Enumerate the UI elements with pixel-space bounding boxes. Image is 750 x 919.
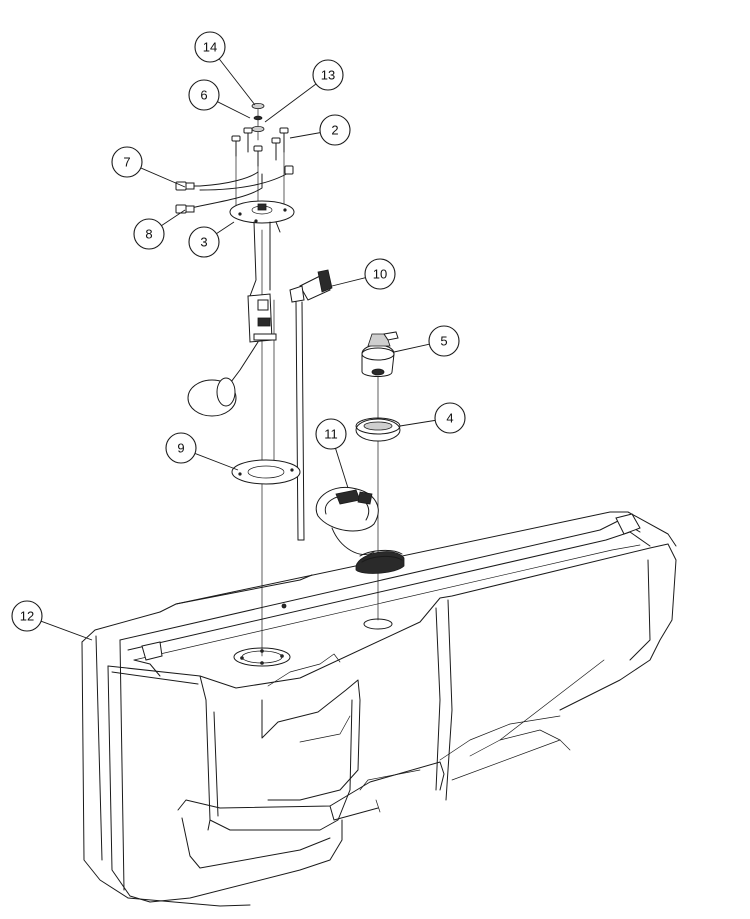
callout-bubble-10 <box>364 258 396 290</box>
part-callouts: 14 6 13 2 7 8 3 10 5 4 11 9 12 <box>11 31 466 641</box>
callout-label-8: 8 <box>145 227 152 242</box>
callout-leader-14 <box>218 58 256 106</box>
callout-bubble-3 <box>188 226 220 258</box>
callout-label-13: 13 <box>321 68 335 83</box>
callout-leader-10 <box>331 277 366 287</box>
callout-label-9: 9 <box>177 441 184 456</box>
fuel-pickup-fitting <box>289 269 333 541</box>
filler-ring-and-hose <box>315 486 405 574</box>
fuel-sender-assembly <box>175 103 295 417</box>
callout-label-6: 6 <box>200 88 207 103</box>
callout-leader-3 <box>216 221 235 235</box>
callout-leader-13 <box>264 83 317 123</box>
filler-neck-assembly <box>355 331 401 442</box>
callout-leader-8 <box>161 209 186 227</box>
callout-leader-7 <box>140 167 186 188</box>
callout-label-4: 4 <box>446 411 453 426</box>
callout-label-12: 12 <box>20 609 34 624</box>
callout-leader-2 <box>289 132 321 139</box>
callout-label-5: 5 <box>440 334 447 349</box>
callout-leader-9 <box>194 452 239 471</box>
callout-bubble-11 <box>315 418 347 450</box>
sender-gasket <box>231 459 301 485</box>
callout-label-14: 14 <box>203 40 217 55</box>
callout-label-7: 7 <box>123 155 130 170</box>
callout-bubble-13 <box>312 59 344 91</box>
callout-leader-6 <box>217 101 251 119</box>
callout-bubble-5 <box>428 325 460 357</box>
callout-bubble-2 <box>319 114 351 146</box>
callout-label-11: 11 <box>324 427 338 442</box>
fuel-tank <box>81 511 677 907</box>
callout-bubble-7 <box>111 146 143 178</box>
callout-bubble-8 <box>133 218 165 250</box>
callout-leader-11 <box>335 448 349 489</box>
callout-leader-12 <box>40 620 93 641</box>
callout-label-3: 3 <box>200 235 207 250</box>
callout-label-10: 10 <box>373 267 387 282</box>
callout-bubble-9 <box>165 432 197 464</box>
callout-bubble-6 <box>188 79 220 111</box>
callout-bubble-4 <box>434 402 466 434</box>
callout-leader-4 <box>399 419 436 427</box>
callout-bubble-14 <box>194 31 226 63</box>
callout-label-2: 2 <box>331 123 338 138</box>
callout-bubble-12 <box>11 600 43 632</box>
callout-leader-5 <box>393 343 430 353</box>
